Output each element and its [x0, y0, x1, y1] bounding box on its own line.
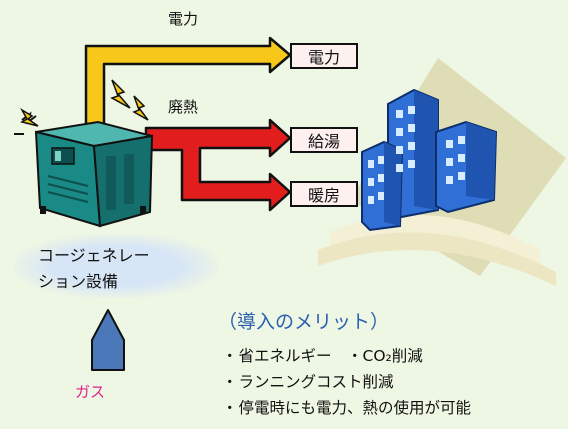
gas-inflow-arrow-icon: [91, 309, 125, 371]
gas-label: ガス: [75, 383, 106, 401]
cogeneration-unit-icon: [14, 79, 154, 228]
output-box-hot-water: 給湯: [290, 127, 358, 153]
output-box-power: 電力: [290, 43, 358, 69]
device-label-line2: ション設備: [38, 272, 119, 291]
merit-item: ・省エネルギー ・CO₂削減: [222, 347, 423, 365]
merit-item: ・停電時にも電力、熱の使用が可能: [222, 399, 472, 417]
city-buildings-icon: [361, 88, 498, 232]
merits-title: （導入のメリット）: [218, 311, 390, 333]
device-label-line1: コージェネレー: [38, 246, 150, 265]
waste-heat-flow-arrow: [144, 118, 292, 212]
power-flow-label: 電力: [168, 10, 199, 28]
waste-heat-label: 廃熱: [168, 98, 199, 116]
output-box-heating: 暖房: [290, 181, 358, 207]
merit-item: ・ランニングコスト削減: [222, 373, 394, 391]
power-flow-arrow: [84, 36, 292, 132]
device-label: コージェネレー ション設備: [14, 234, 218, 298]
